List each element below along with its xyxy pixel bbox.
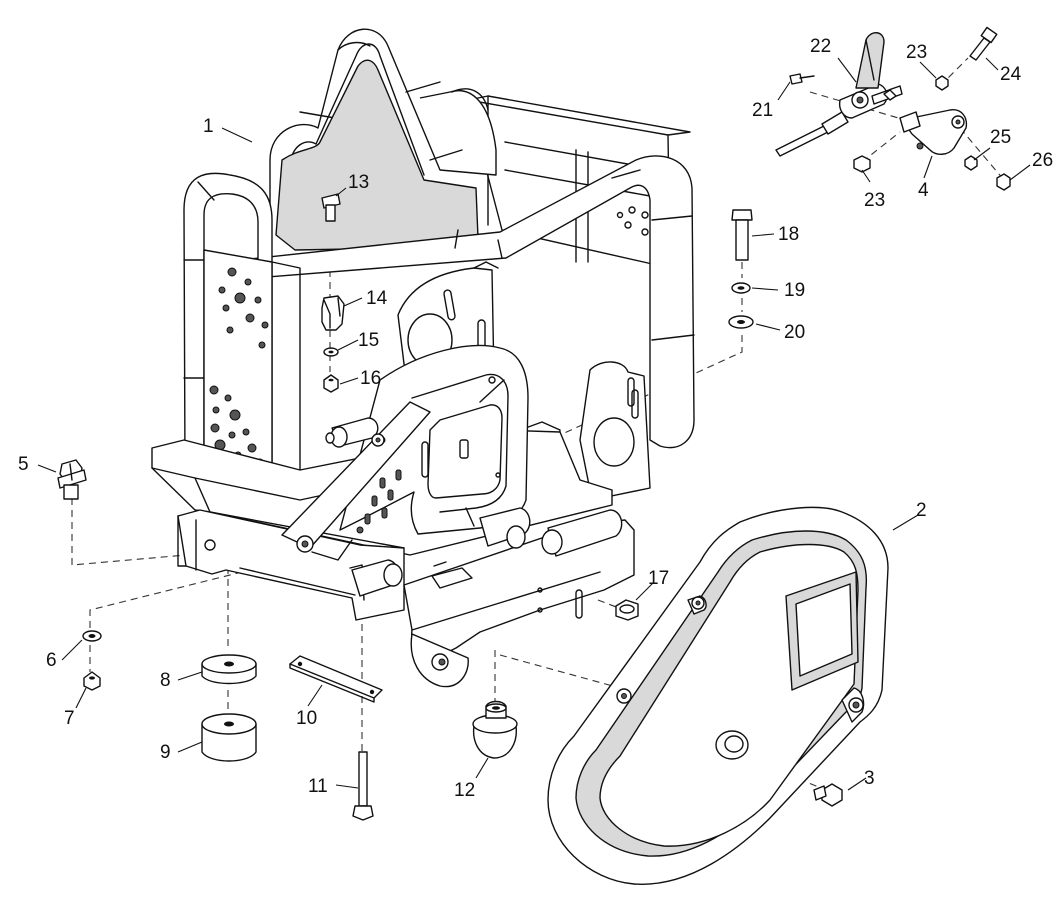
- part-3-flange-bolt: [813, 783, 843, 807]
- callout-24: 24: [1000, 64, 1022, 85]
- throttle-assembly: [775, 26, 1011, 191]
- callout-2: 2: [916, 500, 927, 521]
- leader-lines: [37, 57, 1031, 791]
- part-13-bolt: [321, 193, 341, 222]
- callout-1: 1: [203, 116, 214, 137]
- callout-20: 20: [784, 322, 805, 343]
- callout-13: 13: [348, 172, 369, 193]
- callout-26: 26: [1032, 150, 1053, 171]
- part-11-long-bolt: [352, 751, 374, 821]
- callout-3: 3: [864, 768, 875, 789]
- callout-6: 6: [46, 650, 57, 671]
- callout-14: 14: [366, 288, 388, 309]
- part-10-strap-plate: [289, 655, 383, 703]
- callout-4: 4: [918, 180, 929, 201]
- part-8-mount-pad: [201, 654, 257, 685]
- callout-25: 25: [990, 127, 1011, 148]
- part-18-bolt: [731, 209, 753, 261]
- part-5-flange-bolt: [57, 459, 87, 500]
- part-6-washer: [82, 630, 102, 642]
- belt-guard: [547, 506, 889, 885]
- part-12-cup-mount: [472, 700, 518, 759]
- callout-9: 9: [160, 742, 171, 763]
- middle-plate-holes: [356, 469, 402, 534]
- part-14-clamp: [321, 295, 345, 331]
- callout-21: 21: [752, 100, 773, 121]
- callout-17: 17: [648, 568, 669, 589]
- part-7-nut: [83, 671, 101, 691]
- part-20-flat-washer: [728, 315, 754, 329]
- callout-7: 7: [64, 708, 75, 729]
- callout-12: 12: [454, 780, 475, 801]
- callout-10: 10: [296, 708, 317, 729]
- part-16-nut: [323, 374, 339, 393]
- callout-11: 11: [308, 776, 328, 797]
- callout-5: 5: [18, 454, 29, 475]
- part-17-flange-nut: [615, 599, 639, 621]
- callout-23-lower: 23: [864, 190, 885, 211]
- callout-8: 8: [160, 670, 171, 691]
- callout-15: 15: [358, 330, 379, 351]
- callout-18: 18: [778, 224, 799, 245]
- frame-assembly: [151, 28, 695, 688]
- part-15-washer: [323, 347, 339, 357]
- callout-23-upper: 23: [906, 42, 927, 63]
- part-9-rubber-mount: [201, 713, 257, 762]
- callout-22: 22: [810, 36, 831, 57]
- callout-19: 19: [784, 280, 805, 301]
- frame-rollers: [325, 417, 623, 597]
- callout-labels: 1 2 3 4 5 6 7 8 9 10 11 12 13 14 15 16 1…: [18, 36, 1053, 801]
- callout-16: 16: [360, 368, 381, 389]
- part-19-lock-washer: [731, 282, 751, 294]
